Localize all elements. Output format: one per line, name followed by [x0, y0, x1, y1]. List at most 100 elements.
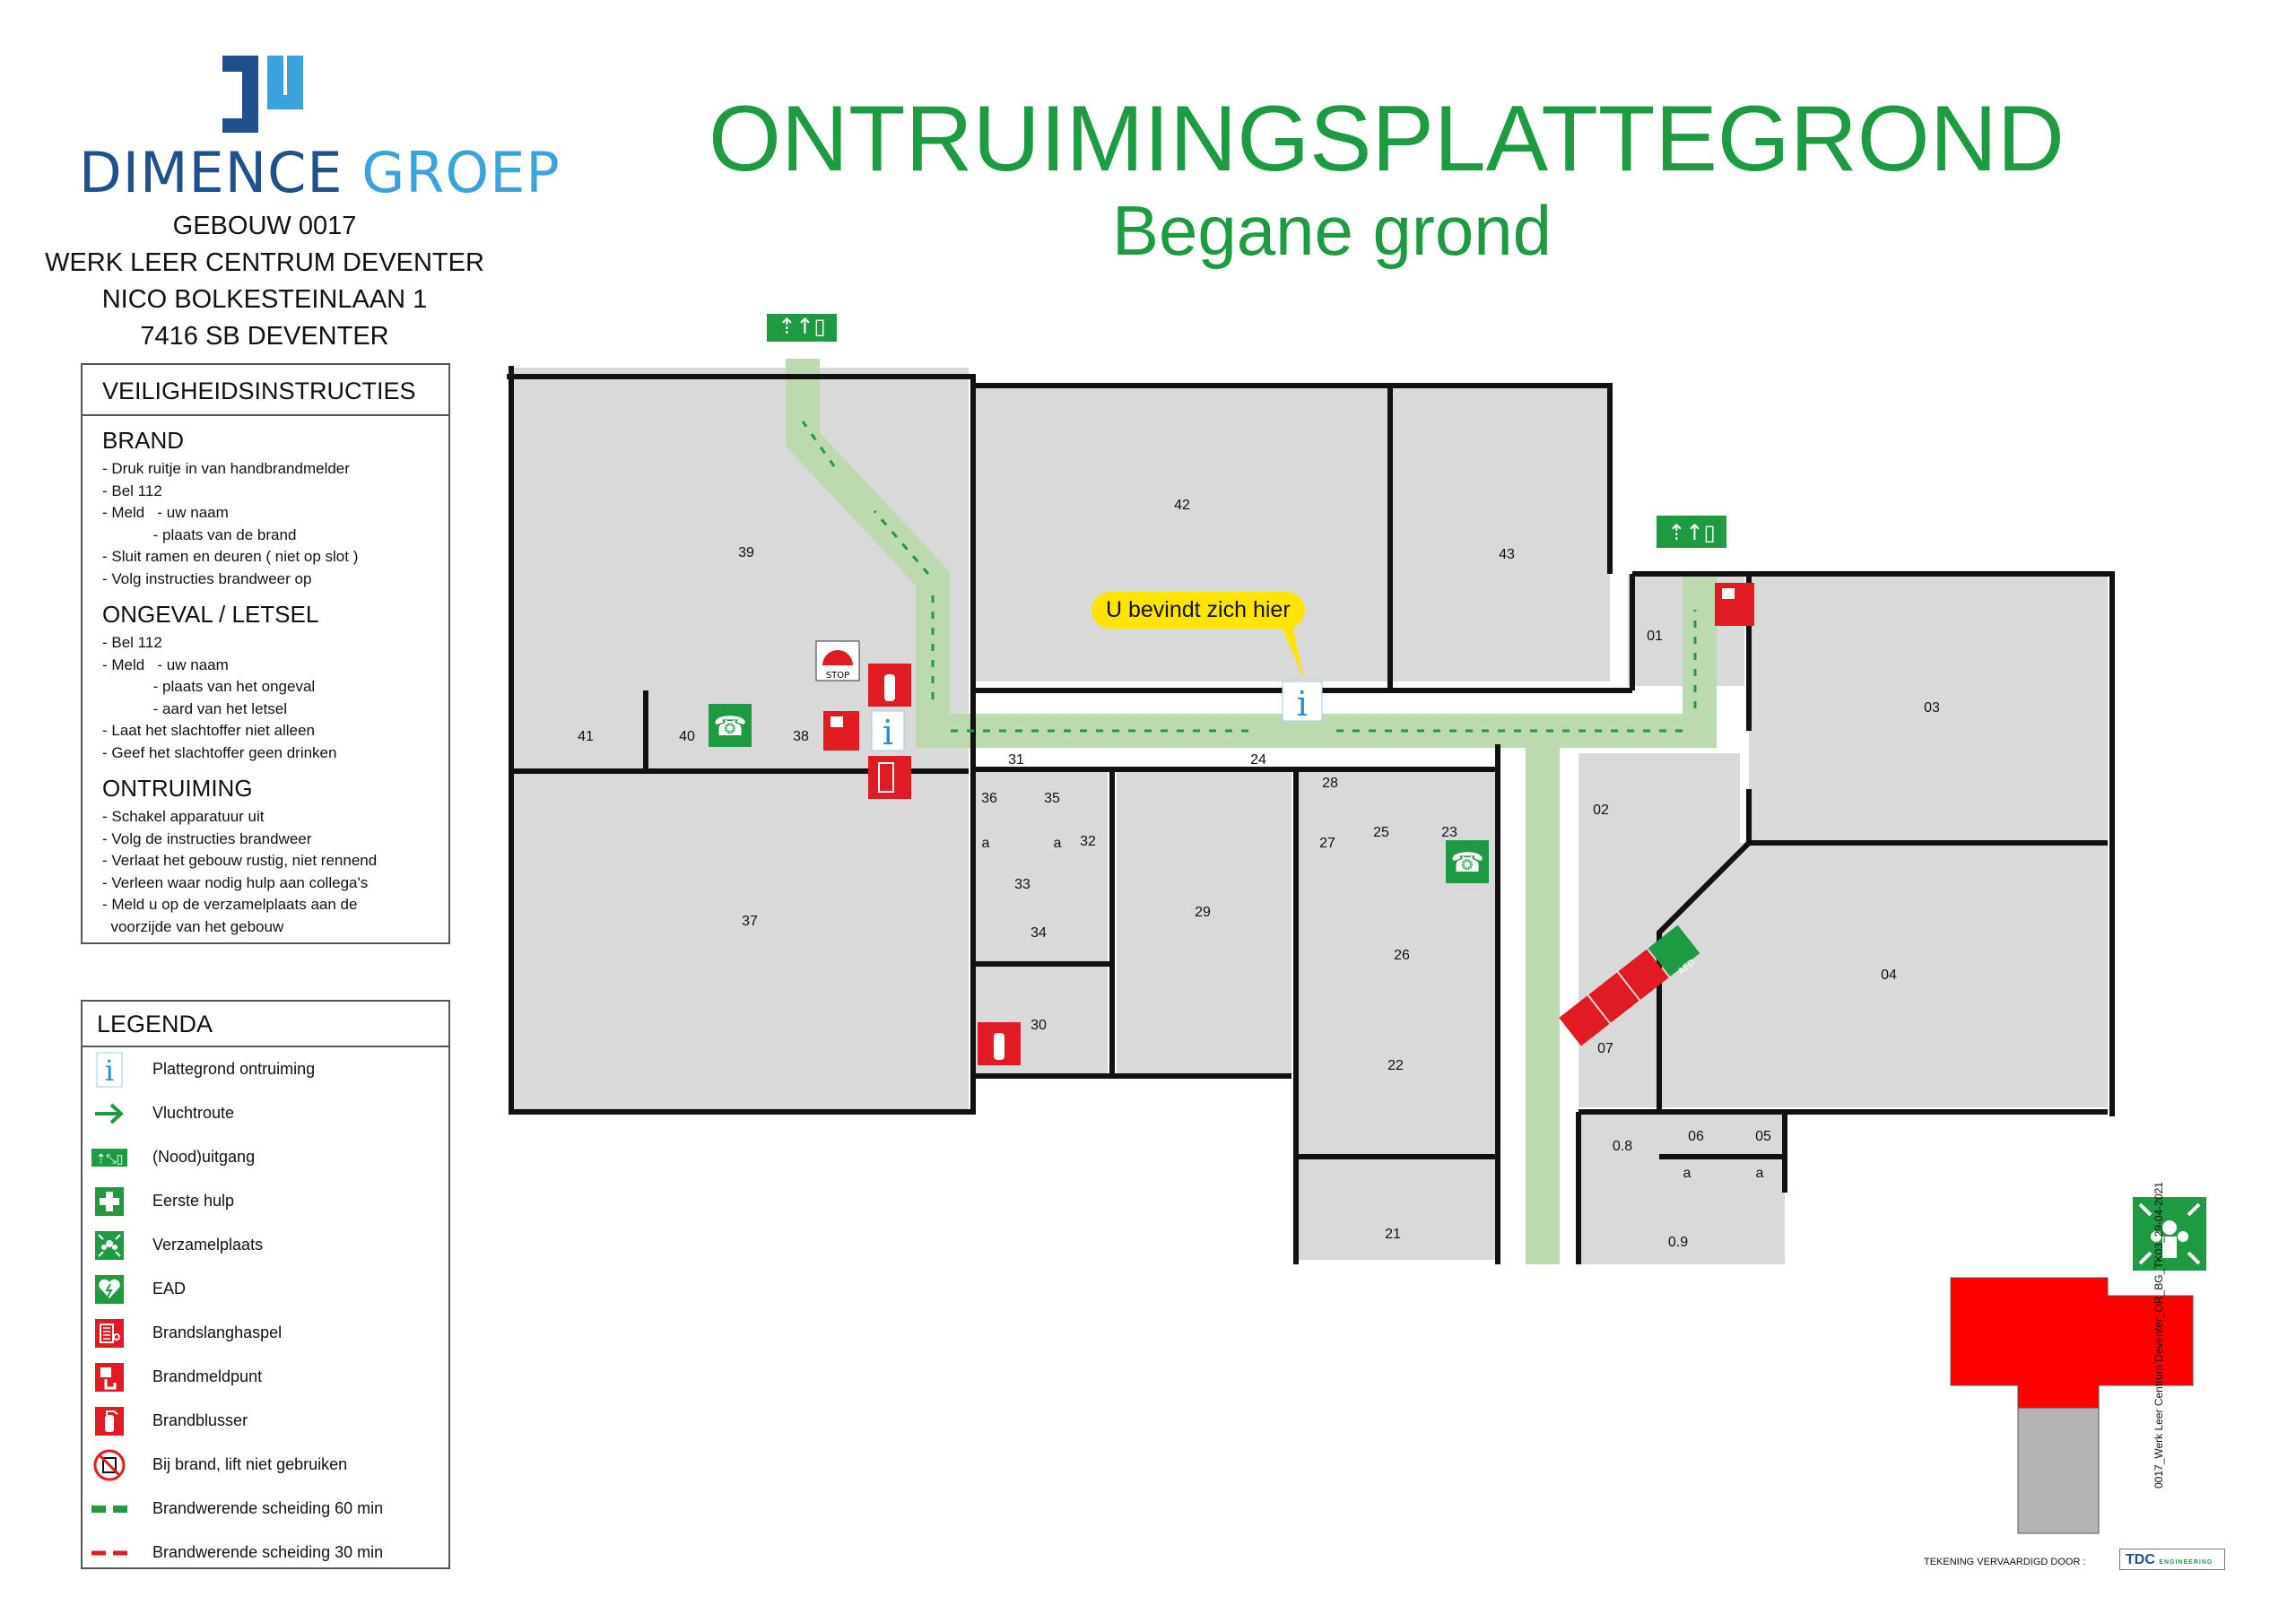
- room-number: 28: [1322, 776, 1338, 791]
- room-number: 41: [578, 729, 594, 744]
- escape-route: [786, 359, 1717, 1264]
- instruction-list: - Druk ruitje in van handbrandmelder - B…: [102, 458, 448, 590]
- fire-hose-reel-icon: [868, 756, 911, 799]
- legend-label: Bij brand, lift niet gebruiken: [152, 1455, 348, 1473]
- toilet-letter: a: [982, 836, 990, 851]
- legend-label: Plattegrond ontruiming: [152, 1060, 316, 1078]
- floor-plan: 39 42 43 41 40 38 37 31 36 35 32 33 34 3…: [507, 314, 2115, 1264]
- legend-label: (Nood)uitgang: [152, 1148, 256, 1166]
- room-number: 31: [1008, 752, 1024, 768]
- svg-text:i: i: [105, 1054, 114, 1088]
- toilet-letter: a: [1054, 836, 1062, 851]
- svg-text:⇡↑▯: ⇡↑▯: [1667, 520, 1715, 545]
- floor-areas: [511, 368, 2108, 1264]
- room-number: 39: [738, 545, 754, 560]
- legend-label: Verzamelplaats: [152, 1236, 264, 1254]
- legend-item: Brandblusser: [83, 1403, 441, 1439]
- room-number: 24: [1250, 752, 1266, 768]
- room-number: 30: [1031, 1018, 1047, 1033]
- tdc-engineering-logo: TDC ENGINEERING: [2119, 1549, 2225, 1570]
- svg-text:⇡⤡▯: ⇡⤡▯: [96, 1152, 124, 1167]
- room-number: 42: [1174, 498, 1190, 513]
- instruction-line: - Schakel apparatuur uit: [102, 808, 265, 825]
- instruction-line: - Meld - uw naam: [102, 655, 229, 673]
- instruction-line: - Volg instructies brandweer op: [102, 569, 312, 587]
- legend-item: Vluchtroute: [83, 1096, 441, 1132]
- fire-alarm-call-point-icon: [95, 1363, 124, 1392]
- room-number: 43: [1499, 547, 1515, 562]
- fire-hose-reel-icon: [1588, 972, 1639, 1023]
- instruction-list: - Bel 112 - Meld - uw naam - plaats van …: [102, 632, 448, 764]
- company-name: TDC: [2126, 1552, 2155, 1567]
- room-number: 0.8: [1613, 1139, 1632, 1154]
- aed-icon: [95, 1275, 124, 1304]
- room-number: 07: [1597, 1041, 1613, 1056]
- you-are-here-label: U bevindt zich hier: [1091, 592, 1305, 629]
- address-line: 7416 SB DEVENTER: [140, 322, 389, 351]
- room-number: 04: [1881, 968, 1897, 983]
- section-title: ONTRUIMING: [102, 775, 253, 802]
- instruction-line: - Meld - uw naam: [102, 504, 229, 521]
- room-number: 0.9: [1668, 1235, 1688, 1250]
- stop-label: STOP: [826, 671, 849, 681]
- fire-extinguisher-icon: [1618, 949, 1669, 1000]
- instruction-line: - Volg de instructies brandweer: [102, 829, 312, 847]
- room-number: 35: [1044, 791, 1060, 806]
- company-sub: ENGINEERING: [2159, 1559, 2213, 1566]
- room-number: 29: [1195, 905, 1211, 920]
- instruction-line: - Laat het slachtoffer niet alleen: [102, 722, 315, 739]
- building-address: GEBOUW 0017 WERK LEER CENTRUM DEVENTER N…: [36, 208, 493, 355]
- safety-instructions-panel: VEILIGHEIDSINSTRUCTIES BRAND - Druk ruit…: [81, 363, 450, 944]
- legend-label: Brandslanghaspel: [152, 1324, 283, 1341]
- safety-instructions-header: VEILIGHEIDSINSTRUCTIES: [83, 365, 448, 416]
- legend-panel: LEGENDA i Plattegrond ontruiming Vluchtr…: [81, 1000, 450, 1569]
- legend-label: Brandwerende scheiding 30 min: [152, 1543, 384, 1561]
- room-number: 22: [1387, 1058, 1404, 1073]
- fire-alarm-call-point-icon: [1559, 995, 1610, 1046]
- room-number: 23: [1441, 825, 1457, 840]
- legend-item: Verzamelplaats: [83, 1228, 441, 1263]
- arrow-right-icon: [95, 1103, 124, 1124]
- fire-extinguisher-icon: [95, 1407, 124, 1436]
- room-number: 37: [742, 914, 758, 929]
- legend-item: Bij brand, lift niet gebruiken: [83, 1447, 441, 1483]
- first-aid-phone-icon: ☎: [709, 704, 752, 747]
- room-number: 33: [1014, 877, 1031, 892]
- you-are-here-pointer: [1279, 621, 1304, 680]
- legend-item: Brandslanghaspel: [83, 1315, 441, 1351]
- room-number: 01: [1647, 629, 1663, 644]
- instruction-line: - aard van het letsel: [102, 699, 287, 717]
- toilet-letter: a: [1683, 1166, 1692, 1181]
- instruction-line: - Verlaat het gebouw rustig, niet rennen…: [102, 852, 378, 869]
- info-icon: i: [871, 710, 905, 752]
- logo-part-1: DIMENCE: [79, 140, 344, 205]
- room-number: 26: [1394, 948, 1410, 963]
- section-title: ONGEVAL / LETSEL: [102, 601, 319, 628]
- legend-item: Eerste hulp: [83, 1184, 441, 1219]
- instruction-line: - Sluit ramen en deuren ( niet op slot ): [102, 548, 359, 565]
- key-plan-map: [1950, 1277, 2194, 1534]
- room-number: 06: [1688, 1129, 1704, 1144]
- address-line: NICO BOLKESTEINLAAN 1: [101, 285, 428, 314]
- emergency-exit-icon: ⇡↑▯: [767, 314, 837, 342]
- drawing-credit: TEKENING VERVAARDIGD DOOR :: [1924, 1557, 2086, 1567]
- legend-item: ⇡⤡▯ (Nood)uitgang: [83, 1140, 441, 1176]
- room-labels: 39 42 43 41 40 38 37 31 36 35 32 33 34 3…: [578, 498, 1940, 1250]
- room-number: 21: [1385, 1227, 1401, 1242]
- assembly-point-icon: [95, 1231, 124, 1260]
- svg-text:☎: ☎: [713, 711, 746, 742]
- green-dashed-line-icon: [91, 1506, 127, 1513]
- svg-text:⇡↑▯: ⇡↑▯: [778, 314, 825, 339]
- fire-extinguisher-icon: [868, 664, 911, 707]
- instruction-line: - plaats van de brand: [102, 525, 297, 543]
- svg-text:i: i: [1297, 684, 1308, 724]
- room-number: 02: [1593, 803, 1609, 818]
- emergency-exit-icon: ⇡↑▯: [1657, 516, 1726, 548]
- page-subtitle: Begane grond: [1111, 191, 1552, 270]
- svg-text:☎: ☎: [1450, 847, 1483, 879]
- red-dashed-line-icon: [91, 1550, 127, 1556]
- legend-item: Brandwerende scheiding 60 min: [83, 1491, 441, 1527]
- instruction-list: - Schakel apparatuur uit - Volg de instr…: [102, 806, 448, 938]
- legend-item: i Plattegrond ontruiming: [83, 1052, 441, 1088]
- route-arrows: [801, 421, 1697, 733]
